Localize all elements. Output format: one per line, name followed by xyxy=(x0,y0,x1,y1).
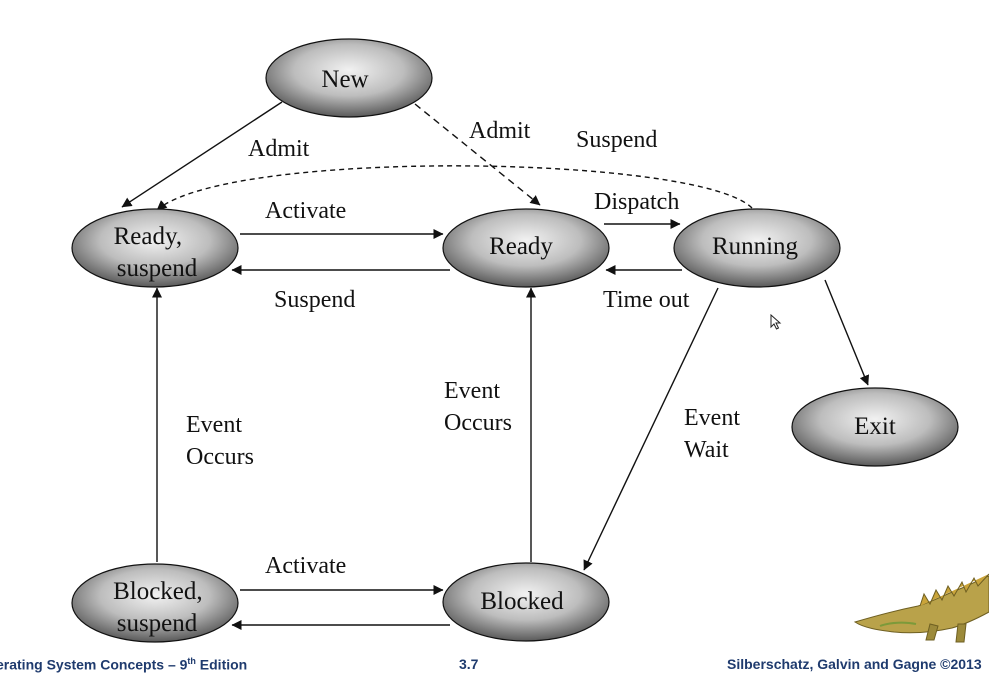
footer-authors: Silberschatz, Galvin and Gagne ©2013 xyxy=(727,656,982,672)
footer-book-title-sup: th xyxy=(187,656,196,666)
label-event-wait-line1: Event xyxy=(684,405,740,431)
state-ready-suspend: Ready, suspend xyxy=(71,208,239,288)
label-event-occurs-left-line2: Occurs xyxy=(186,444,254,470)
state-ready-suspend-label: Ready, suspend xyxy=(114,223,198,282)
state-new-label: New xyxy=(321,66,368,93)
state-blocked-suspend-line2: suspend xyxy=(117,610,198,637)
state-blocked-suspend: Blocked, suspend xyxy=(71,563,239,643)
state-exit: Exit xyxy=(791,387,959,467)
label-suspend-middle: Suspend xyxy=(274,287,355,313)
state-blocked-label: Blocked xyxy=(480,588,564,615)
state-ready: Ready xyxy=(442,208,610,288)
label-event-occurs-left: Event Occurs xyxy=(186,412,254,470)
label-admit-left: Admit xyxy=(248,136,310,162)
state-new: New xyxy=(265,38,433,118)
state-blocked-suspend-line1: Blocked, xyxy=(113,578,203,605)
dinosaur-mascot-icon xyxy=(853,573,989,643)
edge-running-to-ready-suspend-dashed xyxy=(156,165,753,211)
edge-new-to-ready-suspend xyxy=(121,101,283,208)
label-event-occurs-left-line1: Event xyxy=(186,412,242,438)
edge-new-to-ready-dashed xyxy=(414,103,541,206)
mouse-cursor-icon xyxy=(770,314,782,330)
label-admit-right: Admit xyxy=(469,118,531,144)
edge-running-to-exit xyxy=(824,279,870,386)
state-running: Running xyxy=(673,208,841,288)
state-ready-suspend-line2: suspend xyxy=(117,255,198,282)
state-blocked-suspend-label: Blocked, suspend xyxy=(113,578,209,637)
label-event-occurs-middle-line2: Occurs xyxy=(444,410,512,436)
label-suspend-top: Suspend xyxy=(576,127,657,153)
state-ready-suspend-line1: Ready, xyxy=(114,223,183,250)
footer-book-title: erating System Concepts – 9th Edition xyxy=(0,656,247,673)
label-event-occurs-middle: Event Occurs xyxy=(444,378,512,436)
label-event-occurs-middle-line1: Event xyxy=(444,378,500,404)
label-event-wait: Event Wait xyxy=(684,405,746,463)
footer-book-title-tail: Edition xyxy=(195,656,248,673)
label-activate-top: Activate xyxy=(265,198,346,224)
label-dispatch: Dispatch xyxy=(594,189,679,215)
label-activate-bottom: Activate xyxy=(265,553,346,579)
state-running-label: Running xyxy=(712,233,799,260)
edge-running-to-blocked xyxy=(583,287,719,571)
footer-book-title-main: erating System Concepts – 9 xyxy=(0,656,188,673)
state-exit-label: Exit xyxy=(854,413,896,440)
state-ready-label: Ready xyxy=(489,233,553,260)
state-blocked: Blocked xyxy=(442,562,610,642)
label-event-wait-line2: Wait xyxy=(684,437,729,463)
label-time-out: Time out xyxy=(603,287,690,313)
footer-page-number: 3.7 xyxy=(459,656,479,672)
edges xyxy=(121,101,870,630)
